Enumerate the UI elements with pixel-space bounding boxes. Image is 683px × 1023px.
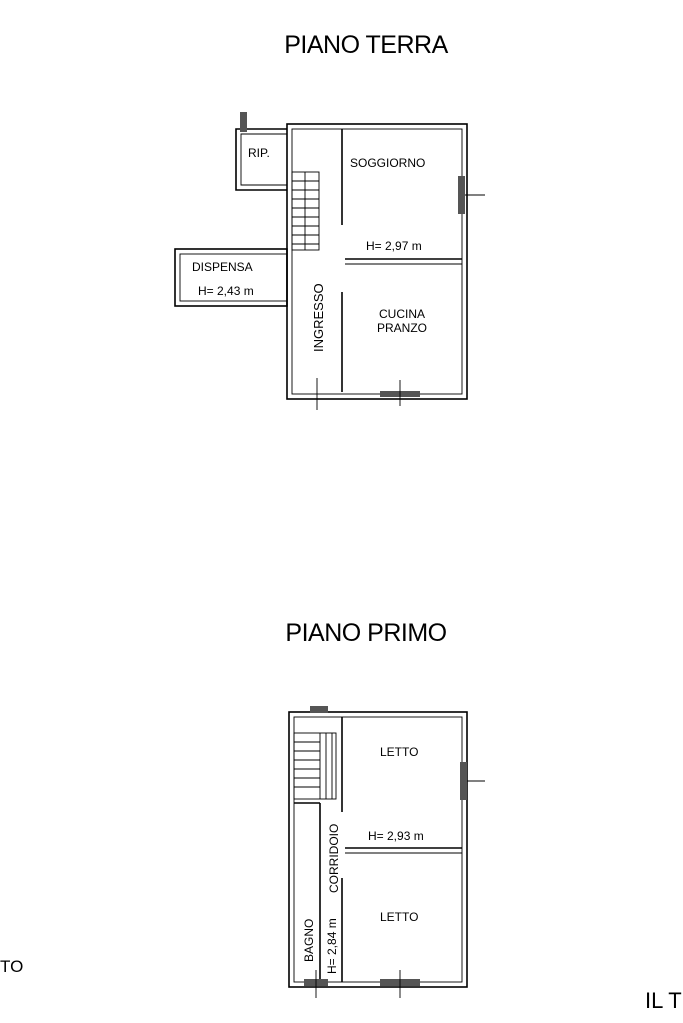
- first-inner-wall-line: [293, 716, 463, 983]
- room-label-letto-bottom: LETTO: [380, 910, 418, 924]
- letto-top-height: H= 2,93 m: [368, 829, 424, 843]
- ground-floor-plan: RIP. SOGGIORNO H= 2,97 m DISPENSA H= 2,4…: [174, 112, 485, 410]
- first-outer-wall: [288, 711, 468, 988]
- ground-stair: [291, 171, 320, 251]
- room-label-pranzo: PRANZO: [377, 321, 427, 335]
- rip-annex-wall: [235, 128, 287, 191]
- rip-chimney: [240, 112, 247, 132]
- first-floor-plan: LETTO H= 2,93 m CORRIDOIO LETTO BAGNO H=…: [288, 706, 485, 998]
- soggiorno-window: [458, 176, 465, 214]
- rip-annex-inner: [240, 133, 287, 186]
- soggiorno-height: H= 2,97 m: [366, 239, 422, 253]
- cropped-text-right: IL T: [645, 988, 682, 1013]
- cropped-text-left: TO: [0, 957, 24, 976]
- room-label-bagno: BAGNO: [302, 919, 316, 962]
- room-label-cucina: CUCINA: [379, 307, 425, 321]
- dispensa-inner: [179, 253, 288, 302]
- bagno-height: H= 2,84 m: [325, 918, 339, 974]
- first-stair: [293, 732, 337, 800]
- ground-inner-wall-line: [291, 128, 463, 395]
- room-label-letto-top: LETTO: [380, 745, 418, 759]
- ground-floor-title: PIANO TERRA: [284, 31, 448, 59]
- room-label-ingresso: INGRESSO: [311, 283, 326, 352]
- dispensa-height: H= 2,43 m: [198, 284, 254, 298]
- room-label-corridoio: CORRIDOIO: [327, 824, 341, 893]
- room-label-soggiorno: SOGGIORNO: [350, 156, 425, 170]
- room-label-dispensa: DISPENSA: [192, 260, 253, 274]
- stair-window: [310, 706, 328, 713]
- first-floor-title: PIANO PRIMO: [285, 619, 447, 647]
- letto-top-window: [460, 762, 467, 800]
- room-label-rip: RIP.: [248, 146, 270, 160]
